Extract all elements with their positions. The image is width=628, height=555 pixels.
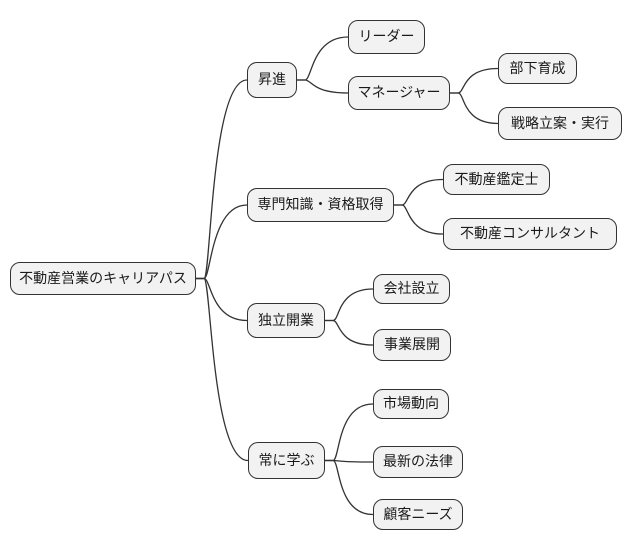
node-real-estate-appraiser: 不動産鑑定士	[443, 164, 550, 195]
node-specialized-knowledge-qualifications: 専門知識・資格取得	[247, 188, 394, 222]
node-market-trends: 市場動向	[373, 389, 449, 419]
node-continuous-learning: 常に学ぶ	[248, 442, 325, 479]
mindmap-edge	[296, 36, 349, 81]
node-label: 最新の法律	[383, 454, 453, 470]
node-business-expansion: 事業展開	[373, 329, 451, 361]
mindmap-edge	[449, 67, 499, 94]
mindmap-edge	[449, 92, 499, 125]
mindmap-edge	[393, 204, 444, 235]
node-label: リーダー	[358, 29, 415, 45]
mindmap-edge	[296, 79, 349, 94]
node-strategy-planning-execution: 戦略立案・実行	[498, 107, 622, 140]
mindmap-edge	[324, 319, 374, 346]
node-label: 不動産鑑定士	[454, 171, 539, 188]
node-label: 専門知識・資格取得	[257, 197, 384, 213]
node-label: 独立開業	[258, 312, 314, 329]
node-label: マネージャー	[357, 85, 441, 101]
node-label: 会社設立	[383, 281, 440, 297]
node-label: 昇進	[258, 72, 286, 88]
mindmap-edge	[195, 79, 248, 280]
mindmap-edge	[393, 178, 444, 206]
mindmap-edge	[324, 403, 374, 462]
node-label: 顧客ニーズ	[383, 506, 453, 523]
node-customer-needs: 顧客ニーズ	[373, 499, 463, 530]
node-label: 事業展開	[384, 337, 440, 353]
node-latest-laws: 最新の法律	[373, 446, 463, 478]
node-real-estate-consultant: 不動産コンサルタント	[443, 218, 617, 250]
mindmap-edge	[324, 459, 374, 516]
node-career-path-root: 不動産営業のキャリアパス	[10, 262, 196, 295]
node-label: 不動産コンサルタント	[460, 226, 600, 242]
node-independent-business: 独立開業	[247, 303, 325, 338]
node-label: 常に学ぶ	[258, 452, 315, 469]
mindmap-edge	[195, 277, 248, 322]
node-manager: マネージャー	[348, 76, 450, 110]
node-company-founding: 会社設立	[373, 274, 450, 304]
node-label: 部下育成	[509, 60, 566, 77]
mindmap-edge	[195, 204, 248, 280]
node-subordinate-development: 部下育成	[498, 53, 577, 84]
mindmap-edge	[195, 277, 249, 462]
node-leader: リーダー	[348, 20, 425, 54]
node-label: 不動産営業のキャリアパス	[19, 270, 187, 287]
mindmap-edge	[324, 288, 374, 322]
node-label: 戦略立案・実行	[511, 115, 609, 132]
node-label: 市場動向	[383, 396, 439, 412]
node-promotion: 昇進	[247, 62, 297, 98]
